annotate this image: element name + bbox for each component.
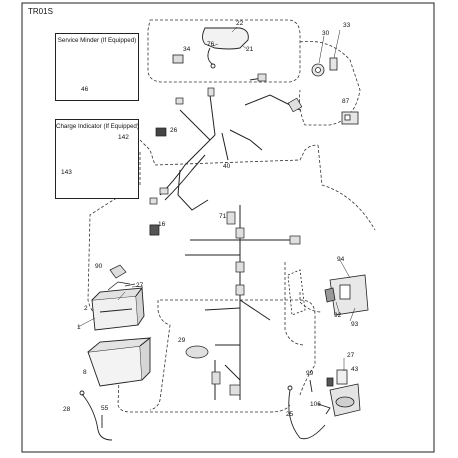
- main-wiring-harness: [159, 77, 301, 211]
- part-number-label: 143: [61, 169, 72, 176]
- part-number-label: 71: [219, 213, 227, 220]
- service-minder-title: Service Minder (If Equipped): [57, 37, 137, 44]
- battery-tray-part: [87, 337, 152, 387]
- part-number-label: 22: [236, 20, 244, 27]
- part-number-label: 55: [101, 405, 109, 412]
- service-minder-inset: Service Minder (If Equipped): [55, 33, 139, 101]
- part-number-label: 16: [158, 221, 166, 228]
- part-number-label: 99: [306, 370, 314, 377]
- pto-switch-part: [326, 369, 361, 417]
- part-number-label: 90: [95, 263, 103, 270]
- part-number-label: 142: [118, 134, 129, 141]
- part-number-label: 28: [63, 406, 71, 413]
- part-number-label: 43: [351, 366, 359, 373]
- part-number-label: 92: [334, 312, 342, 319]
- ignition-switch-part: [311, 57, 338, 77]
- charge-indicator-title: Charge Indicator (If Equipped): [56, 123, 139, 130]
- diagram-id-label: TR01S: [28, 7, 53, 16]
- part-number-label: 94: [337, 256, 345, 263]
- part-number-label: 30: [322, 30, 330, 37]
- part-number-label: 29: [178, 337, 186, 344]
- part-87-block: [341, 111, 359, 125]
- part-number-label: 46: [81, 86, 89, 93]
- part-number-label: 76: [207, 41, 215, 48]
- part-number-label: 2: [84, 305, 88, 312]
- part-number-label: 33: [343, 22, 351, 29]
- part-number-label: 1: [77, 324, 81, 331]
- part-number-label: 27: [347, 352, 355, 359]
- part-number-label: 26: [170, 127, 178, 134]
- headlight-harness: [202, 27, 249, 69]
- part-number-label: 40: [223, 163, 231, 170]
- part-number-label: 27: [136, 282, 144, 289]
- charge-indicator-inset: Charge Indicator (If Equipped): [55, 119, 139, 199]
- part-number-label: 106: [310, 401, 321, 408]
- part-number-label: 93: [351, 321, 359, 328]
- chassis-outline: [87, 19, 376, 413]
- battery-part: [91, 286, 145, 331]
- part-number-label: 8: [83, 369, 87, 376]
- control-module-part: [287, 269, 369, 316]
- part-number-label: 87: [342, 98, 350, 105]
- diagram-border: [21, 2, 435, 453]
- part-number-label: 34: [183, 46, 191, 53]
- part-number-label: 25: [286, 411, 294, 418]
- part-number-label: 21: [246, 46, 254, 53]
